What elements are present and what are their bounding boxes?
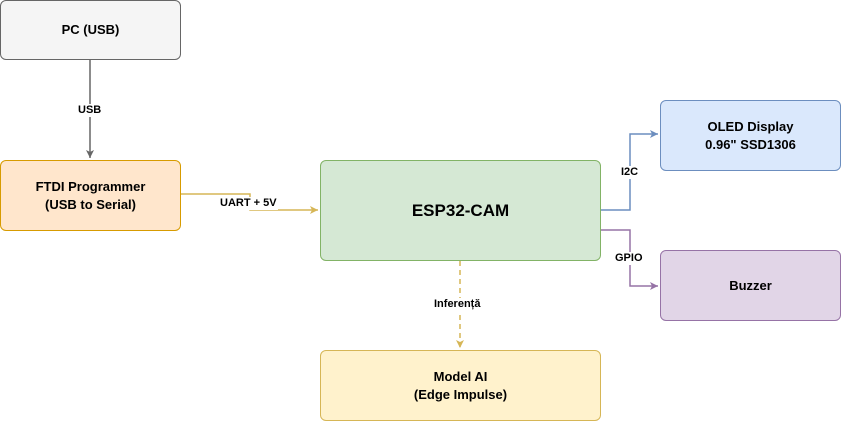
node-ftdi-label-1: FTDI Programmer — [35, 178, 146, 194]
node-ftdi-label-2: (USB to Serial) — [44, 196, 136, 212]
edge-usb-label: USB — [77, 104, 103, 117]
node-buzzer-label: Buzzer — [729, 277, 772, 293]
node-oled-label-2: 0.96" SSD1306 — [705, 136, 796, 152]
node-oled-label-1: OLED Display — [707, 118, 794, 134]
node-model-ai: Model AI (Edge Impulse) — [320, 350, 601, 421]
edge-uart-label: UART + 5V — [219, 197, 278, 210]
edge-i2c-label: I2C — [620, 166, 640, 179]
node-esp32: ESP32-CAM — [320, 160, 601, 261]
node-esp32-label: ESP32-CAM — [411, 200, 510, 220]
node-model-ai-label-2: (Edge Impulse) — [413, 386, 508, 402]
edge-gpio-label: GPIO — [614, 252, 644, 265]
node-ftdi: FTDI Programmer (USB to Serial) — [0, 160, 181, 231]
node-buzzer: Buzzer — [660, 250, 841, 321]
edge-inference-label: Inferență — [433, 298, 482, 311]
node-model-ai-label-1: Model AI — [433, 368, 488, 384]
node-oled: OLED Display 0.96" SSD1306 — [660, 100, 841, 171]
node-pc: PC (USB) — [0, 0, 181, 60]
node-pc-label: PC (USB) — [61, 22, 120, 37]
